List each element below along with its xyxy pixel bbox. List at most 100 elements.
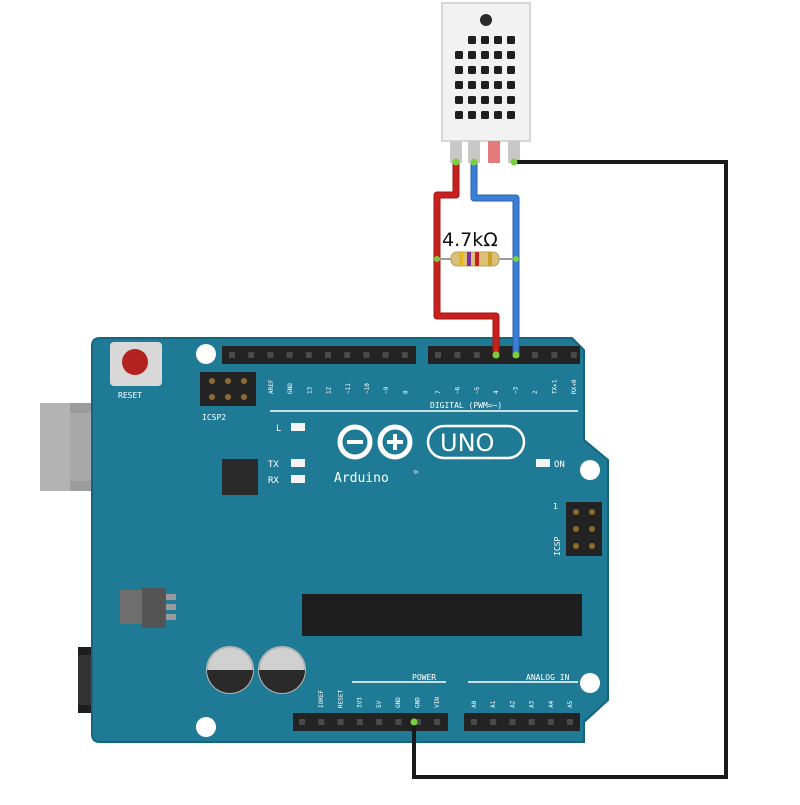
- connection-point: [434, 256, 440, 262]
- pin-label: A0: [471, 700, 478, 708]
- grill-slot: [455, 51, 463, 59]
- capacitor: [206, 646, 254, 694]
- grill-slot: [494, 51, 502, 59]
- uno-badge: [426, 424, 526, 460]
- pin-label: RX◂0: [571, 379, 578, 394]
- header-pin[interactable]: [454, 352, 461, 358]
- dht-sensor: [441, 2, 531, 163]
- icsp-label: ICSP: [553, 537, 562, 556]
- header-pin[interactable]: [473, 352, 480, 358]
- grill-slot: [468, 96, 476, 104]
- pin-label: GND: [395, 697, 402, 708]
- icsp-header: [566, 502, 602, 556]
- header-pin[interactable]: [229, 352, 235, 358]
- sensor-pin: [450, 141, 462, 163]
- grill-slot: [507, 111, 515, 119]
- connection-point: [512, 351, 520, 359]
- header-pin[interactable]: [528, 719, 535, 725]
- grill-slot: [455, 66, 463, 74]
- resistor: [437, 251, 516, 267]
- header-pin[interactable]: [435, 352, 441, 358]
- mounting-hole: [580, 460, 600, 480]
- header-pin[interactable]: [395, 719, 402, 725]
- header-pin[interactable]: [509, 719, 516, 725]
- header-pin[interactable]: [318, 719, 325, 725]
- pin-label: GND: [287, 383, 294, 394]
- power-label: POWER: [412, 673, 436, 682]
- pin-label: 8: [402, 390, 409, 394]
- sensor-mount-hole: [480, 14, 492, 26]
- header-pin[interactable]: [299, 719, 305, 725]
- arduino-logo-icon: [337, 424, 413, 460]
- header-pin[interactable]: [363, 352, 370, 358]
- pin-label: A1: [490, 700, 497, 708]
- pin-label: ~10: [364, 383, 371, 394]
- header-pin[interactable]: [532, 352, 538, 358]
- header-pin[interactable]: [567, 719, 573, 725]
- grill-slot: [494, 36, 502, 44]
- grill-slot: [494, 81, 502, 89]
- connection-point: [410, 718, 418, 726]
- pin-label: TX▸1: [551, 379, 558, 394]
- pin-label: A5: [567, 700, 574, 708]
- pin-label: 5V: [376, 700, 383, 708]
- header-pin[interactable]: [551, 352, 558, 358]
- header-pin[interactable]: [248, 352, 255, 358]
- grill-slot: [507, 66, 515, 74]
- trademark-label: TM: [413, 470, 418, 475]
- header-pin[interactable]: [414, 719, 421, 725]
- pin-label: ~9: [383, 386, 390, 394]
- header-pin[interactable]: [337, 719, 344, 725]
- pin-label: AREF: [268, 379, 275, 394]
- wire-blue: [470, 162, 520, 355]
- header-pin[interactable]: [344, 352, 351, 358]
- connection-point: [492, 351, 500, 359]
- header-pin[interactable]: [286, 352, 293, 358]
- grill-slot: [507, 96, 515, 104]
- led-tx: [291, 459, 305, 467]
- header-pin[interactable]: [434, 719, 441, 725]
- connection-point: [470, 158, 478, 166]
- led-on: [536, 459, 550, 467]
- header-pin[interactable]: [547, 719, 554, 725]
- grill-slot: [494, 66, 502, 74]
- pin-label: ~3: [513, 386, 520, 394]
- led-rx: [291, 475, 305, 483]
- reset-button[interactable]: [122, 349, 148, 375]
- header-pin[interactable]: [401, 352, 408, 358]
- connection-point: [510, 158, 518, 166]
- pin-label: ~6: [454, 386, 461, 394]
- pin-label: 12: [326, 386, 333, 394]
- pin-label: 13: [306, 386, 313, 394]
- digital-label: DIGITAL (PWM=~): [430, 401, 502, 410]
- header-pin[interactable]: [305, 352, 312, 358]
- header-pin[interactable]: [570, 352, 577, 358]
- mounting-hole: [196, 344, 216, 364]
- connection-points: [410, 158, 520, 726]
- header-pin[interactable]: [267, 352, 274, 358]
- brand-label: Arduino: [334, 471, 389, 486]
- header-pin[interactable]: [376, 719, 383, 725]
- grill-slot: [494, 111, 502, 119]
- led-l-label: L: [276, 424, 281, 434]
- grill-slot: [481, 111, 489, 119]
- sensor-pin: [508, 141, 520, 163]
- grill-slot: [507, 81, 515, 89]
- grill-slot: [468, 36, 476, 44]
- pin-label: IOREF: [318, 690, 325, 708]
- grill-slot: [481, 51, 489, 59]
- header-pin[interactable]: [356, 719, 363, 725]
- header-pin[interactable]: [325, 352, 331, 358]
- header-pin[interactable]: [490, 719, 497, 725]
- header-pin[interactable]: [471, 719, 477, 725]
- pin-label: 2: [532, 390, 539, 394]
- grill-slot: [481, 36, 489, 44]
- wire-red: [433, 162, 500, 355]
- digital-header-left: [222, 346, 416, 364]
- connection-point: [452, 158, 460, 166]
- header-pin[interactable]: [382, 352, 389, 358]
- analog-header: [464, 713, 580, 731]
- usb-chip: [222, 459, 258, 495]
- analog-label: ANALOG IN: [526, 673, 570, 682]
